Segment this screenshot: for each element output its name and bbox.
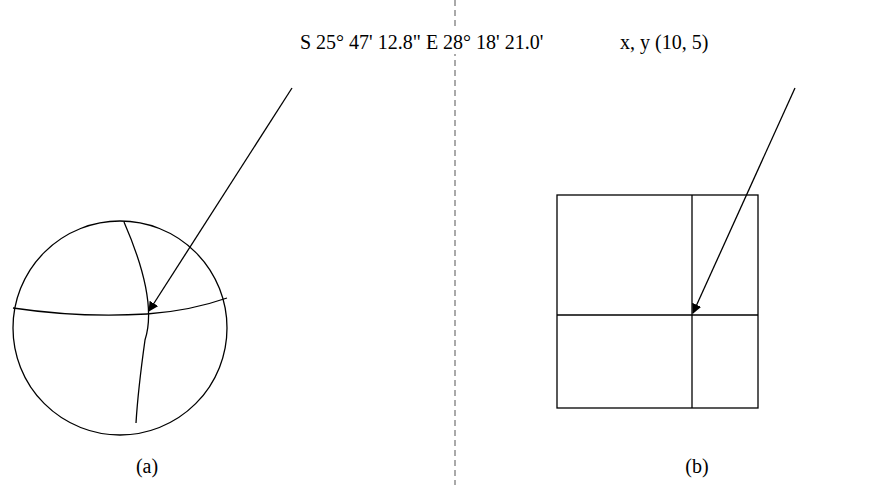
coordinate-label: S 25° 47' 12.8" E 28° 18' 21.0' [298, 30, 545, 54]
panel-caption: (a) [134, 454, 160, 478]
divider-line [455, 0, 456, 485]
coordinate-label: x, y (10, 5) [618, 30, 710, 54]
leader-arrow [693, 88, 795, 313]
globe [13, 221, 227, 435]
leader-arrow [149, 88, 292, 311]
grid-square [557, 195, 758, 408]
panel-caption: (b) [683, 454, 710, 478]
